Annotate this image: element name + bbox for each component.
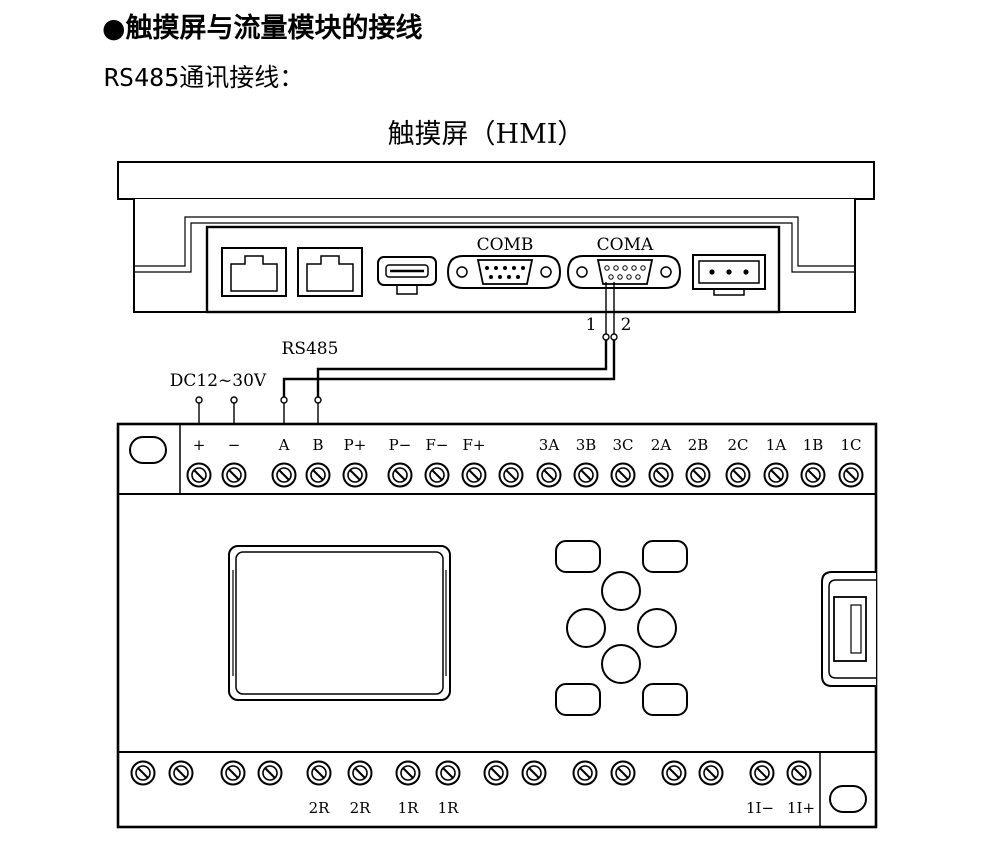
usb-port [377, 256, 437, 295]
terminal-screw [521, 760, 547, 786]
terminal-label-2b: 2B [688, 436, 709, 454]
terminal-screw [424, 462, 450, 488]
section-heading: ●触摸屏与流量模块的接线 [102, 13, 423, 44]
terminal-label-a: A [278, 436, 290, 454]
terminal-screw [610, 760, 636, 786]
comb-port: COMB [446, 235, 562, 289]
terminal-label-3b: 3B [576, 436, 597, 454]
coma-pin-1-label: 1 [586, 315, 597, 335]
terminal-label-3a: 3A [539, 436, 560, 454]
terminal-label-p-minus: P− [389, 436, 412, 454]
terminal-label-p-plus: P+ [344, 436, 367, 454]
terminal-label-1b: 1B [803, 436, 824, 454]
keypad-key-bottom-left [555, 683, 601, 716]
power-connector [692, 254, 766, 296]
terminal-label-f-minus: F− [426, 436, 449, 454]
terminal-screw [461, 462, 487, 488]
keypad-key-up [601, 571, 641, 611]
terminal-screw [257, 760, 283, 786]
terminal-screw [305, 462, 331, 488]
terminal-screw [306, 760, 332, 786]
terminal-screw [749, 760, 775, 786]
coma-port: COMA [566, 235, 682, 289]
terminal-label-b: B [312, 436, 323, 454]
terminal-label-1i-plus: 1I+ [787, 799, 815, 817]
terminal-label-2r: 2R [350, 799, 372, 817]
keypad [555, 540, 688, 716]
terminal-label-1c: 1C [840, 436, 861, 454]
terminal-label-plus: + [193, 436, 206, 454]
ethernet-port-2 [297, 247, 363, 297]
terminal-label-2r: 2R [309, 799, 331, 817]
rs485-wire [280, 282, 618, 424]
terminal-screw [610, 462, 636, 488]
terminal-screw [572, 760, 598, 786]
terminal-label-1a: 1A [766, 436, 787, 454]
terminal-screw [395, 760, 421, 786]
power-supply-wire [195, 396, 238, 424]
terminal-screw [271, 462, 297, 488]
coma-pin-2-label: 2 [621, 315, 632, 335]
section-subheading: RS485通讯接线： [104, 63, 305, 92]
terminal-label-1r: 1R [398, 799, 420, 817]
keypad-key-bottom-right [642, 683, 688, 716]
keypad-key-left [566, 608, 606, 648]
terminal-screw [786, 760, 812, 786]
lcd-display [228, 545, 451, 701]
terminal-screw [573, 462, 599, 488]
terminal-label-2a: 2A [651, 436, 672, 454]
side-port [821, 571, 876, 687]
hmi-title: 触摸屏（HMI） [388, 119, 585, 150]
terminal-screw [648, 462, 674, 488]
terminal-label-1i-minus: 1I− [746, 799, 774, 817]
coma-port-label: COMA [597, 235, 654, 255]
terminal-screw [130, 760, 156, 786]
terminal-screw [698, 760, 724, 786]
terminal-screw [387, 462, 413, 488]
terminal-screw [763, 462, 789, 488]
terminal-screw [168, 760, 194, 786]
terminal-screw [685, 462, 711, 488]
terminal-screw [725, 462, 751, 488]
terminal-screw [838, 462, 864, 488]
terminal-screw [483, 760, 509, 786]
terminal-screw [347, 760, 373, 786]
terminal-screw [800, 462, 826, 488]
ethernet-port-1 [221, 247, 287, 297]
keypad-key-down [601, 644, 641, 684]
terminal-screw [342, 462, 368, 488]
terminal-screw [220, 760, 246, 786]
keypad-key-top-left [555, 540, 601, 573]
comb-port-label: COMB [477, 235, 534, 255]
terminal-screw [536, 462, 562, 488]
terminal-screw [221, 462, 247, 488]
keypad-key-right [637, 608, 677, 648]
terminal-screw [661, 760, 687, 786]
terminal-screw [498, 462, 524, 488]
power-supply-label: DC12~30V [170, 371, 267, 391]
terminal-label-f-plus: F+ [463, 436, 486, 454]
keypad-key-top-right [642, 540, 688, 573]
terminal-label-minus: − [228, 436, 241, 454]
terminal-label-2c: 2C [727, 436, 748, 454]
rs485-label: RS485 [282, 339, 339, 359]
terminal-label-1r: 1R [438, 799, 460, 817]
terminal-screw [435, 760, 461, 786]
terminal-screw [186, 462, 212, 488]
terminal-label-3c: 3C [612, 436, 633, 454]
